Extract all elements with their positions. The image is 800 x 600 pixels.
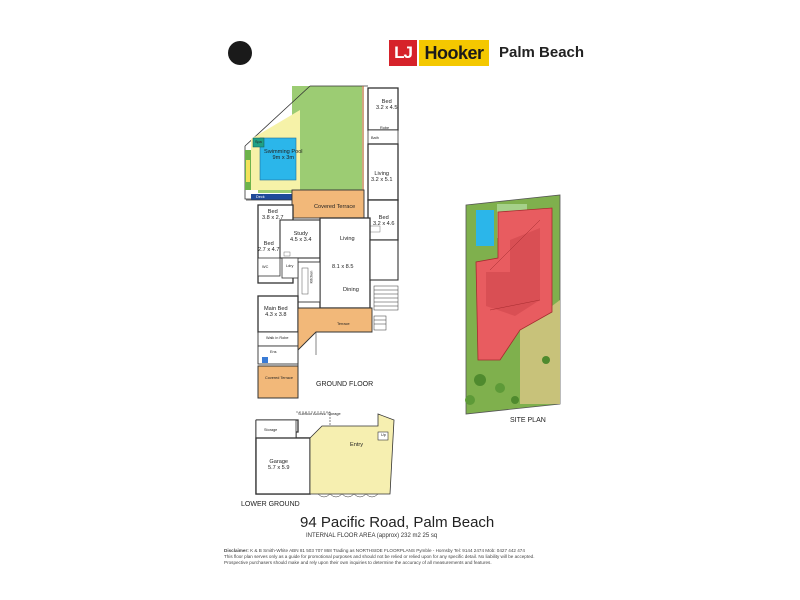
room-label-walk-in-robe: Walk in Robe: [266, 336, 289, 340]
study: [279, 219, 321, 259]
lawn-area: [258, 86, 362, 193]
kitchen: [297, 261, 321, 303]
room-label-kitchen: Kitchen: [309, 270, 314, 284]
room-label-terrace: Terrace: [337, 322, 350, 326]
room-label-up: Up: [381, 433, 386, 437]
room-label-wc: WC: [262, 265, 269, 269]
entry-area: [309, 413, 395, 495]
room-label-entry: Entry: [350, 442, 364, 448]
room-label-deck: Deck: [256, 195, 265, 199]
east-bed-2: [367, 199, 399, 241]
disclaimer-label: Disclaimer:: [224, 548, 249, 553]
section-lower-ground: LOWER GROUND: [241, 501, 300, 508]
room-label-dining: Dining: [343, 287, 359, 293]
disclaimer: Disclaimer: K & B Smith-White ABN 81 503…: [224, 548, 564, 567]
covered-terrace-south: [257, 365, 299, 399]
garage: [255, 437, 311, 495]
room-label-covered-terrace-north: Covered Terrace: [314, 204, 356, 210]
disclaimer-line-2: This floor plan serves only as a guide f…: [224, 554, 535, 560]
floor-area: INTERNAL FLOOR AREA (approx) 232 m2 25 s…: [306, 533, 438, 539]
logo-lj: LJ: [389, 40, 417, 66]
site-driveway: [520, 300, 560, 404]
room-label-storage: Storage: [264, 428, 278, 432]
north-compass-icon: [228, 41, 252, 65]
room-label-living: Living: [340, 236, 355, 242]
room-label-robe: Robe: [380, 126, 390, 130]
room-label-living-dining-dims: 8.1 x 8.5: [332, 264, 354, 270]
room-label-ldry: Ldry: [286, 264, 294, 268]
stairs-terrace: [373, 315, 387, 331]
section-ground-floor: GROUND FLOOR: [316, 381, 374, 388]
terrace: [297, 307, 373, 352]
logo-hooker: Hooker: [419, 40, 489, 66]
spa: [252, 137, 265, 148]
living-dining: [319, 217, 371, 309]
room-label-covered-terrace-south: Covered Terrace: [265, 376, 293, 380]
room-label-spa: Spa: [255, 140, 262, 144]
lj-hooker-logo: LJ Hooker: [389, 40, 489, 66]
east-bed: [367, 87, 399, 131]
swimming-pool: [259, 137, 297, 181]
disclaimer-line-3: Prospective purchasers should make and r…: [224, 560, 492, 566]
room-label-ensuite: Ens: [270, 350, 277, 354]
property-address: 94 Pacific Road, Palm Beach: [300, 514, 495, 531]
section-site-plan: SITE PLAN: [510, 417, 546, 424]
stairs-east: [373, 285, 399, 311]
site-pool: [476, 210, 494, 246]
disclaimer-line-1: K & B Smith-White ABN 81 503 707 868 Tra…: [250, 548, 525, 553]
room-label-subfloor: Subfloor Access/ Storage: [298, 412, 341, 416]
east-living: [367, 143, 399, 201]
room-label-bath: Bath: [371, 136, 379, 140]
deck-strip: [251, 194, 292, 200]
office-name: Palm Beach: [499, 44, 585, 61]
main-bed: [257, 295, 299, 333]
